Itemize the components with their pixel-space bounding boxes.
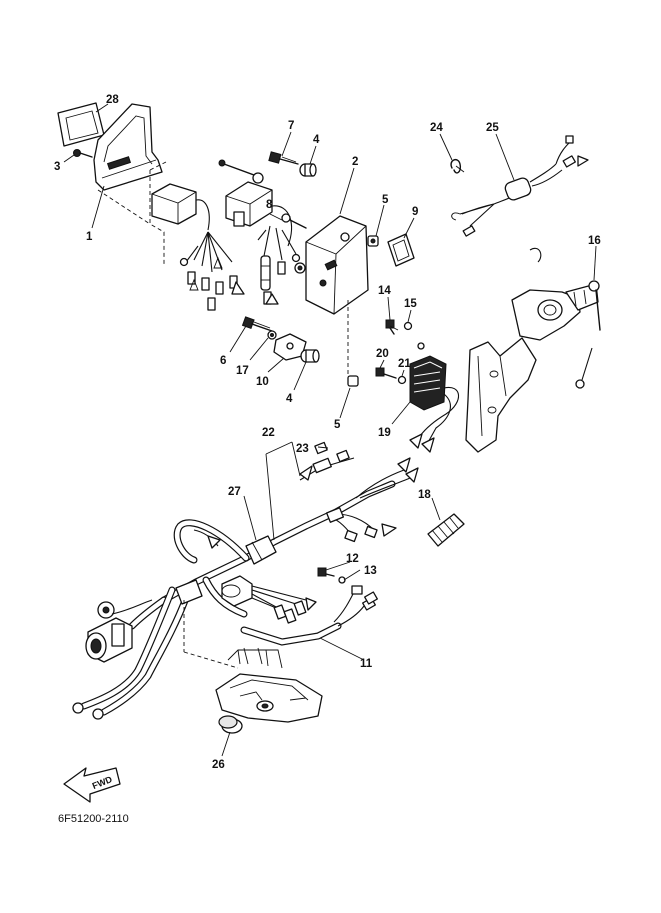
leader-lines <box>63 103 597 757</box>
lower-engine-casting <box>215 647 323 723</box>
part-3-screw <box>73 149 93 158</box>
callout-20: 20 <box>376 348 389 360</box>
part-4-collar-top <box>299 163 317 177</box>
callout-16: 16 <box>588 235 601 247</box>
left-main-connector <box>72 579 239 720</box>
callout-9: 9 <box>412 206 418 218</box>
callout-24: 24 <box>430 122 443 134</box>
callout-7: 7 <box>288 120 294 132</box>
part-1-cover <box>93 103 163 191</box>
callout-26: 26 <box>212 759 225 771</box>
callout-10: 10 <box>256 376 269 388</box>
part-2-bracket <box>294 215 369 376</box>
callout-19: 19 <box>378 427 391 439</box>
part-9-grommet <box>387 233 415 267</box>
callout-6: 6 <box>220 355 226 367</box>
part-21-washer <box>397 342 425 385</box>
callout-14: 14 <box>378 285 391 297</box>
coil-unit <box>218 159 301 305</box>
part-5-collar-bottom <box>347 375 359 387</box>
callout-25: 25 <box>486 122 499 134</box>
callout-1: 1 <box>86 231 93 243</box>
callout-3: 3 <box>54 161 60 173</box>
part-14-bolt <box>385 319 399 335</box>
part-5-collar-top <box>367 235 379 247</box>
callout-4-top: 4 <box>313 134 320 146</box>
part-22-harness <box>160 441 419 646</box>
part-26-plug <box>218 715 243 734</box>
part-7-bolt <box>268 151 299 165</box>
callout-17: 17 <box>236 365 249 377</box>
right-engine-casting <box>465 247 601 453</box>
callout-13: 13 <box>364 565 377 577</box>
part-24-clip <box>450 158 465 174</box>
part-8-nut <box>281 213 307 229</box>
callout-28: 28 <box>106 94 119 106</box>
callout-18: 18 <box>418 489 431 501</box>
part-19-rectifier <box>409 355 460 453</box>
part-17-washer <box>267 330 277 340</box>
left-coil-assembly <box>97 161 245 311</box>
part-18-sleeve <box>427 513 465 547</box>
part-20-bolt <box>375 367 397 379</box>
callout-27: 27 <box>228 486 241 498</box>
forward-direction-arrow: FWD <box>63 767 121 803</box>
callout-11: 11 <box>360 658 373 670</box>
callout-15: 15 <box>404 298 417 310</box>
part-6-screw <box>241 316 273 332</box>
callout-12: 12 <box>346 553 359 565</box>
part-15-washer <box>403 321 413 331</box>
callout-5-top: 5 <box>382 194 389 206</box>
part-25-lead <box>451 135 589 237</box>
callout-21: 21 <box>398 358 411 370</box>
part-28-plate <box>57 102 105 147</box>
part-4-collar-bottom <box>300 349 320 363</box>
callout-22: 22 <box>262 427 275 439</box>
callout-4-bottom: 4 <box>286 393 293 405</box>
callout-23: 23 <box>296 443 309 455</box>
callout-2: 2 <box>352 156 358 168</box>
drawing-code: 6F51200-2110 <box>58 813 129 825</box>
callout-5-bottom: 5 <box>334 419 341 431</box>
callout-8: 8 <box>266 199 273 211</box>
callout-labels: 28 3 1 7 4 2 8 5 9 24 25 16 14 15 20 21 … <box>54 94 601 771</box>
